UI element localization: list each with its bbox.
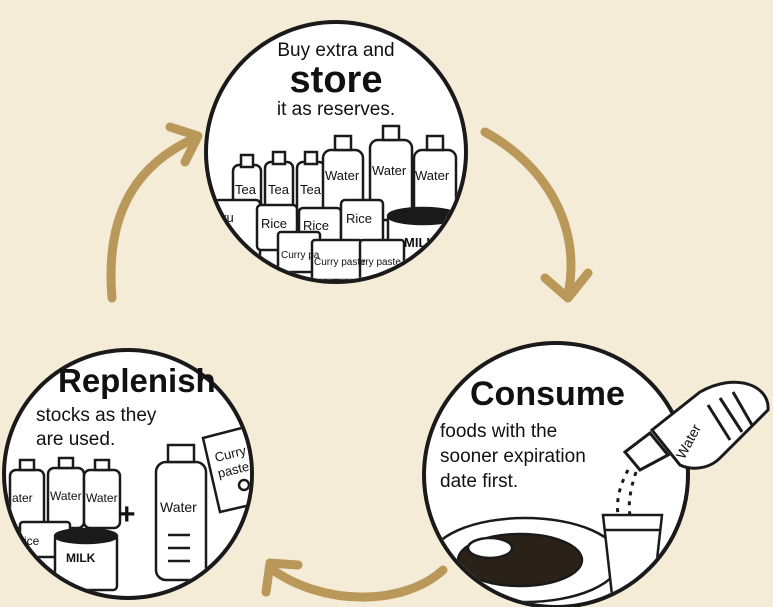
milk-can-icon	[53, 527, 119, 592]
plus-sign: +	[118, 498, 136, 531]
water-label: Water	[86, 491, 118, 505]
consume-title: Consume	[470, 375, 625, 413]
store-circle: Tea Tea Tea Water Water Water yu Rice Ri…	[204, 20, 468, 284]
consume-line3: date first.	[440, 471, 519, 492]
tea-label: Tea	[235, 182, 257, 197]
replenish-title: Replenish	[58, 362, 216, 399]
cycle-arrow-icon	[480, 127, 593, 303]
replenish-line1: stocks as they	[36, 405, 157, 426]
cycle-arrow-icon	[106, 122, 203, 303]
curry-label: rry paste	[362, 257, 401, 268]
water-label: Water	[372, 163, 407, 178]
milk-label: MILK	[66, 551, 96, 565]
curry-label: Curry paste	[314, 257, 366, 268]
water-label: ater	[12, 491, 33, 505]
curry-pouch-icon	[201, 422, 250, 514]
store-line1: Buy extra and	[277, 40, 395, 61]
replenish-circle: ater Water Water Water ice MILK Curry pa…	[2, 348, 254, 600]
tea-label: Tea	[268, 182, 290, 197]
water-bottle-icon	[616, 380, 770, 516]
tea-label: Tea	[300, 182, 322, 197]
water-label: Water	[325, 168, 360, 183]
rice-label: ice	[24, 534, 40, 548]
consume-line1: foods with the	[440, 421, 558, 442]
store-line2: it as reserves.	[276, 99, 396, 120]
rice-label: Rice	[346, 211, 372, 226]
curry-label: paste	[216, 459, 250, 481]
cycle-arrow-icon	[261, 558, 448, 602]
consume-circle: Water	[422, 341, 770, 607]
consume-line2: sooner expiration	[440, 446, 586, 467]
replenish-line2: are used.	[36, 429, 116, 450]
rice-label: Rice	[261, 216, 287, 231]
water-bottle-icon	[321, 124, 458, 222]
water-label: Water	[160, 499, 197, 515]
rice-label: Rice	[303, 218, 329, 233]
store-title: store	[289, 59, 383, 101]
water-bottle-icon	[154, 443, 208, 582]
water-label: Water	[415, 168, 450, 183]
water-label: Water	[50, 489, 82, 503]
curry-plate-icon	[428, 516, 622, 604]
water-bottle-icon	[8, 456, 122, 530]
curry-label: Curry pa	[281, 250, 320, 261]
